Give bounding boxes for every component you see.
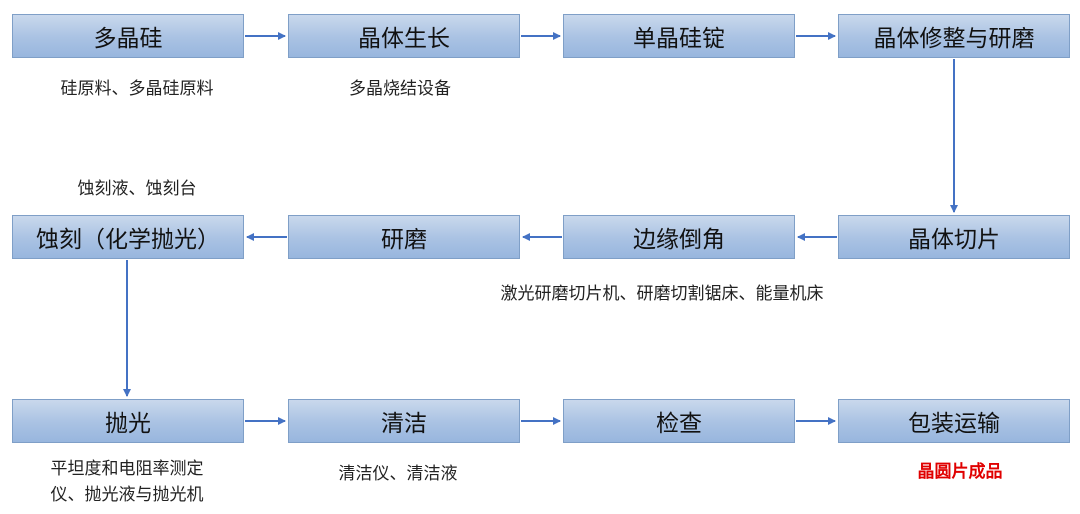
note-polish-line1: 平坦度和电阻率测定 — [50, 459, 204, 479]
step-label: 单晶硅锭 — [633, 26, 725, 52]
step-edge-chamfer: 边缘倒角 — [563, 215, 795, 259]
step-packaging: 包装运输 — [838, 399, 1070, 443]
step-label: 晶体切片 — [908, 227, 1000, 253]
step-label: 研磨 — [381, 227, 427, 253]
step-trim-grind: 晶体修整与研磨 — [838, 14, 1070, 58]
note-polish-line2: 仪、抛光液与抛光机 — [50, 485, 204, 505]
step-inspection: 检查 — [563, 399, 795, 443]
step-label: 边缘倒角 — [633, 227, 725, 253]
step-label: 包装运输 — [908, 411, 1000, 437]
step-label: 抛光 — [105, 411, 151, 437]
note-raw-materials: 硅原料、多晶硅原料 — [60, 79, 214, 99]
step-slicing: 晶体切片 — [838, 215, 1070, 259]
note-etch-supplies: 蚀刻液、蚀刻台 — [77, 179, 197, 199]
step-label: 多晶硅 — [93, 26, 163, 52]
step-label: 晶体生长 — [358, 26, 450, 52]
step-label: 清洁 — [381, 411, 427, 437]
note-cleaning-supplies: 清洁仪、清洁液 — [338, 464, 458, 484]
step-etching: 蚀刻（化学抛光） — [12, 215, 244, 259]
note-final-product: 晶圆片成品 — [917, 462, 1003, 482]
step-polysilicon: 多晶硅 — [12, 14, 244, 58]
step-crystal-growth: 晶体生长 — [288, 14, 520, 58]
step-polishing: 抛光 — [12, 399, 244, 443]
step-label: 蚀刻（化学抛光） — [36, 227, 220, 253]
step-lapping: 研磨 — [288, 215, 520, 259]
step-mono-ingot: 单晶硅锭 — [563, 14, 795, 58]
step-label: 检查 — [656, 411, 702, 437]
step-label: 晶体修整与研磨 — [873, 26, 1035, 52]
note-cutting-machines: 激光研磨切片机、研磨切割锯床、能量机床 — [500, 284, 824, 304]
step-cleaning: 清洁 — [288, 399, 520, 443]
note-sintering-equipment: 多晶烧结设备 — [349, 79, 451, 99]
